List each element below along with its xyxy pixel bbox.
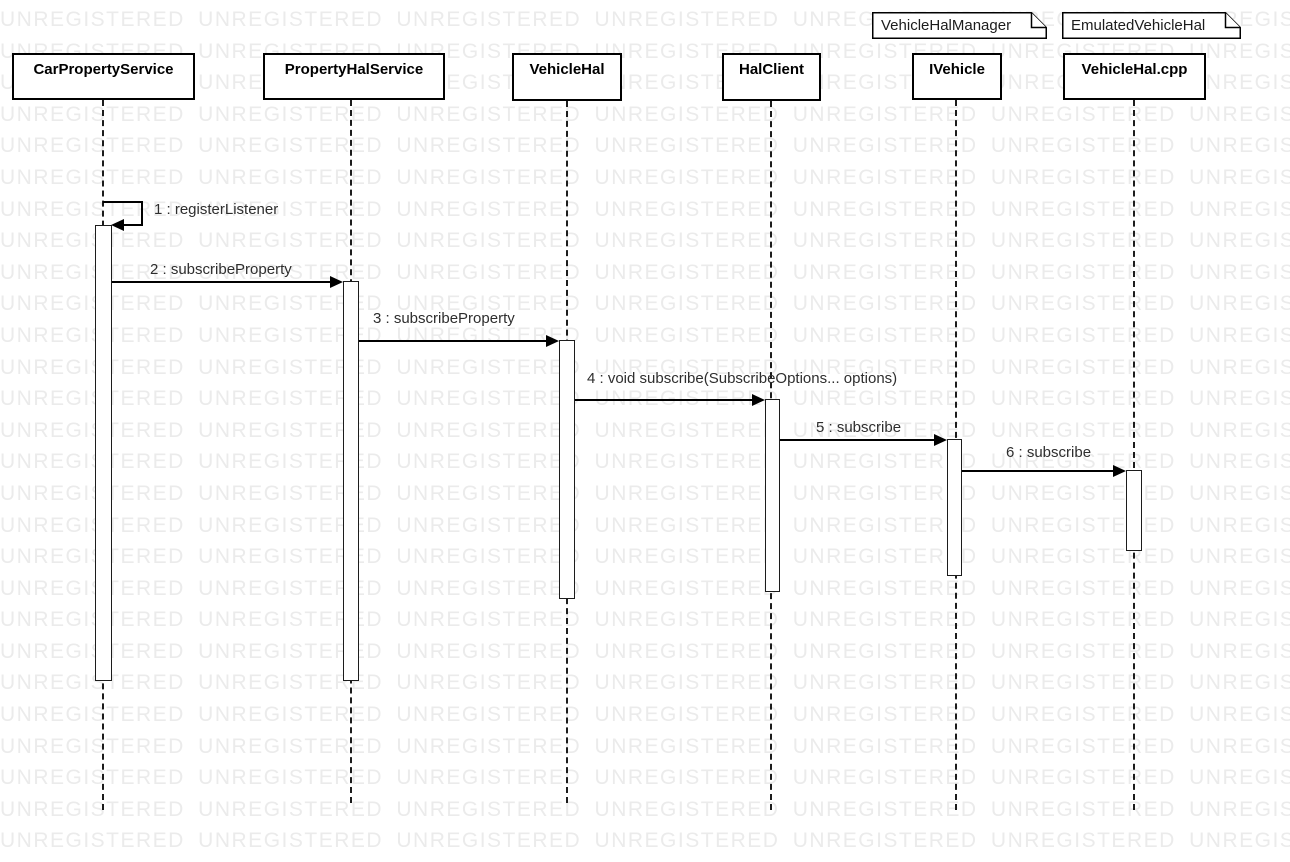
arrowhead-right-icon — [1113, 465, 1126, 477]
arrowhead-right-icon — [330, 276, 343, 288]
arrowhead-right-icon — [752, 394, 765, 406]
participant-carpropertyservice[interactable]: CarPropertyService — [12, 53, 195, 100]
watermark-row: UNREGISTERED UNREGISTERED UNREGISTERED U… — [0, 450, 1290, 474]
watermark-row: UNREGISTERED UNREGISTERED UNREGISTERED U… — [0, 165, 1290, 189]
note-emulatedvehiclehal[interactable]: EmulatedVehicleHal — [1062, 12, 1241, 39]
lifeline-vehiclehal-cpp — [1133, 100, 1135, 810]
participant-label: IVehicle — [929, 61, 985, 78]
message-line — [780, 439, 935, 441]
watermark-row: UNREGISTERED UNREGISTERED UNREGISTERED U… — [0, 102, 1290, 126]
watermark-row: UNREGISTERED UNREGISTERED UNREGISTERED U… — [0, 481, 1290, 505]
watermark-row: UNREGISTERED UNREGISTERED UNREGISTERED U… — [0, 545, 1290, 569]
note-label: VehicleHalManager — [881, 17, 1012, 34]
participant-propertyhalservice[interactable]: PropertyHalService — [263, 53, 445, 100]
watermark-row: UNREGISTERED UNREGISTERED UNREGISTERED U… — [0, 734, 1290, 758]
participant-vehiclehal-cpp[interactable]: VehicleHal.cpp — [1063, 53, 1206, 100]
message-line — [575, 399, 753, 401]
watermark-row: UNREGISTERED UNREGISTERED UNREGISTERED U… — [0, 576, 1290, 600]
participant-label: PropertyHalService — [284, 61, 424, 78]
activation-ivehicle[interactable] — [947, 439, 962, 576]
note-shape-icon — [872, 12, 1047, 39]
note-shape-icon — [1062, 12, 1241, 39]
participant-label: HalClient — [738, 61, 804, 78]
activation-vehiclehal[interactable] — [559, 340, 575, 599]
message-line — [359, 340, 547, 342]
message-label: 3 : subscribeProperty — [373, 310, 515, 327]
note-label: EmulatedVehicleHal — [1071, 17, 1206, 34]
message-line — [103, 201, 143, 203]
watermark-row: UNREGISTERED UNREGISTERED UNREGISTERED U… — [0, 418, 1290, 442]
activation-halclient[interactable] — [765, 399, 780, 592]
watermark-row: UNREGISTERED UNREGISTERED UNREGISTERED U… — [0, 639, 1290, 663]
arrowhead-right-icon — [934, 434, 947, 446]
message-line — [962, 470, 1114, 472]
watermark-row: UNREGISTERED UNREGISTERED UNREGISTERED U… — [0, 703, 1290, 727]
watermark-row: UNREGISTERED UNREGISTERED UNREGISTERED U… — [0, 608, 1290, 632]
participant-label: VehicleHal.cpp — [1081, 61, 1188, 78]
participant-label: VehicleHal — [529, 61, 605, 78]
watermark-row: UNREGISTERED UNREGISTERED UNREGISTERED U… — [0, 513, 1290, 537]
watermark-row: UNREGISTERED UNREGISTERED UNREGISTERED U… — [0, 323, 1290, 347]
participant-halclient[interactable]: HalClient — [722, 53, 821, 101]
watermark-row: UNREGISTERED UNREGISTERED UNREGISTERED U… — [0, 766, 1290, 790]
activation-carpropertyservice[interactable] — [95, 225, 112, 681]
activation-propertyhalservice[interactable] — [343, 281, 359, 681]
watermark-row: UNREGISTERED UNREGISTERED UNREGISTERED U… — [0, 829, 1290, 853]
participant-vehiclehal[interactable]: VehicleHal — [512, 53, 622, 101]
watermark-row: UNREGISTERED UNREGISTERED UNREGISTERED U… — [0, 292, 1290, 316]
watermark-row: UNREGISTERED UNREGISTERED UNREGISTERED U… — [0, 797, 1290, 821]
message-line — [141, 201, 143, 226]
watermark-row: UNREGISTERED UNREGISTERED UNREGISTERED U… — [0, 134, 1290, 158]
participant-ivehicle[interactable]: IVehicle — [912, 53, 1002, 100]
arrowhead-left-icon — [111, 219, 124, 231]
message-label: 4 : void subscribe(SubscribeOptions... o… — [587, 370, 898, 387]
message-line — [124, 224, 143, 226]
message-label: 6 : subscribe — [1006, 444, 1092, 461]
arrowhead-right-icon — [546, 335, 559, 347]
participant-label: CarPropertyService — [33, 61, 174, 78]
watermark-row: UNREGISTERED UNREGISTERED UNREGISTERED U… — [0, 229, 1290, 253]
activation-vehiclehal-cpp[interactable] — [1126, 470, 1142, 551]
message-label: 5 : subscribe — [816, 419, 902, 436]
watermark-row: UNREGISTERED UNREGISTERED UNREGISTERED U… — [0, 671, 1290, 695]
message-line — [112, 281, 331, 283]
message-label: 1 : registerListener — [154, 201, 279, 218]
message-label: 2 : subscribeProperty — [150, 261, 292, 278]
note-vehiclehalmanager[interactable]: VehicleHalManager — [872, 12, 1047, 39]
